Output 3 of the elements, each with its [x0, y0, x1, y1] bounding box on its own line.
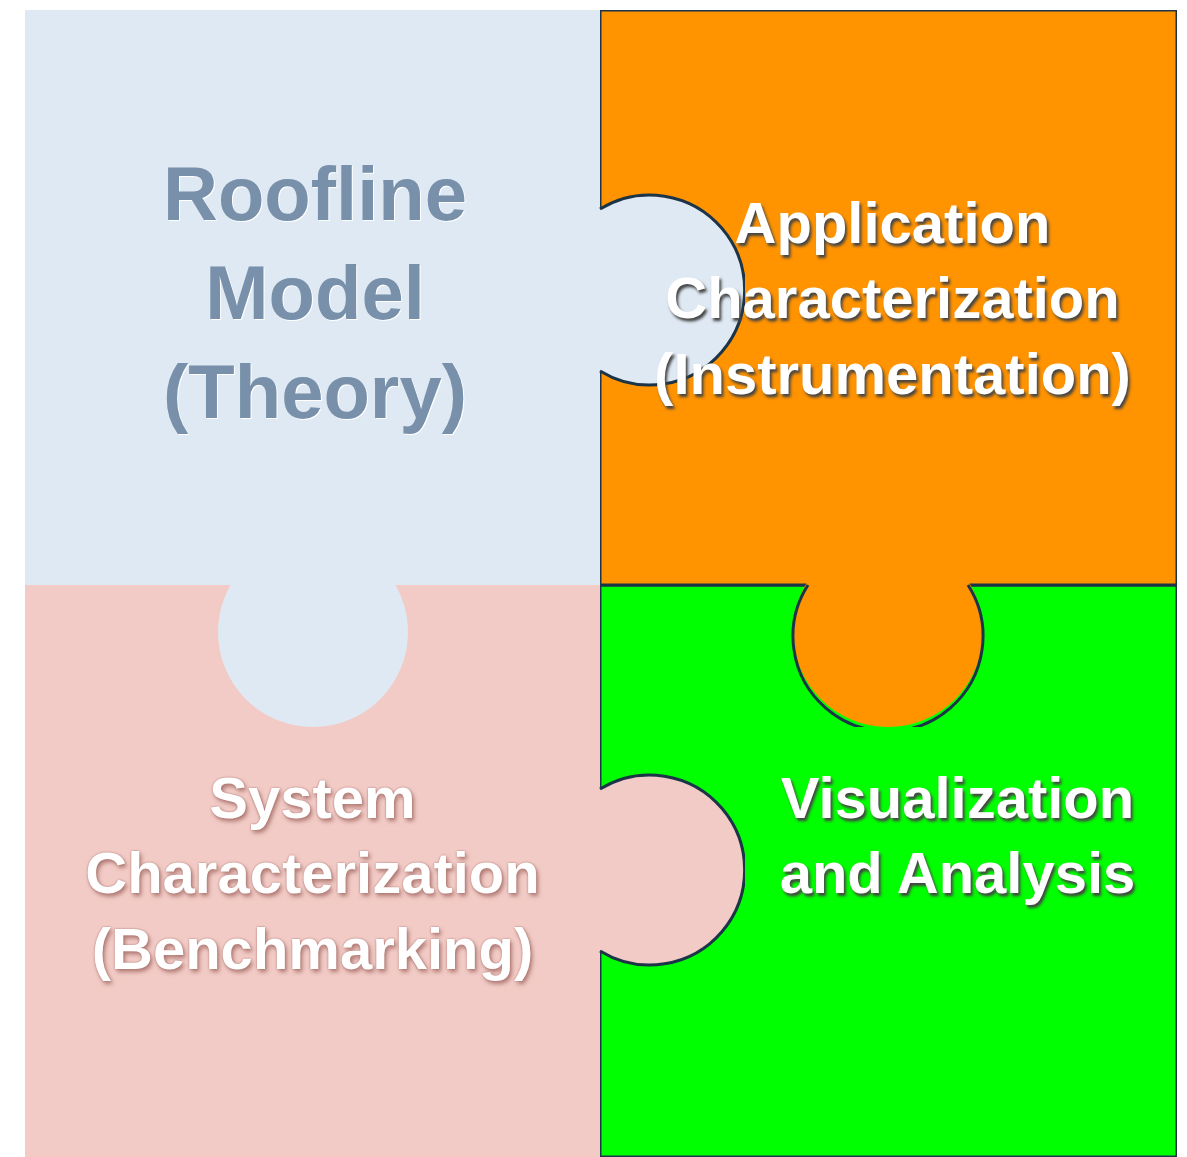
piece-label: Visualization and Analysis [778, 764, 1137, 908]
piece-label: Roofline Model (Theory) [162, 150, 468, 436]
piece-label: System Characterization (Benchmarking) [84, 764, 541, 983]
